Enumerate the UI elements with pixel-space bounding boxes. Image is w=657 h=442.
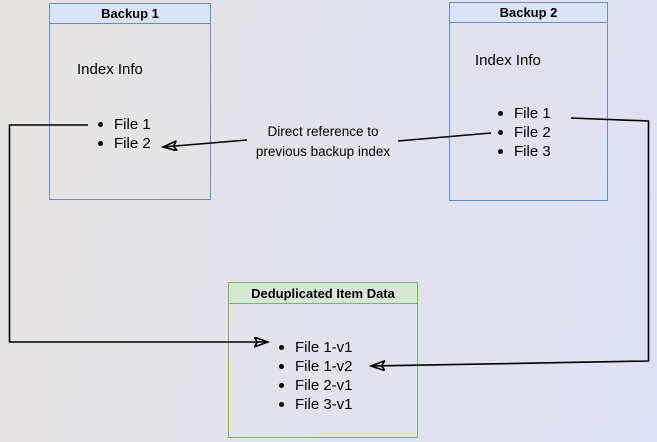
- backup2-header: Backup 2: [450, 3, 607, 23]
- annotation-line1: Direct reference to: [267, 124, 379, 139]
- dedup-store-title: Deduplicated Item Data: [251, 285, 395, 301]
- backup2-file-list: File 1 File 2 File 3: [498, 104, 551, 161]
- list-item-label: File 1: [514, 105, 551, 122]
- backup2-box: Backup 2: [449, 2, 608, 201]
- bullet-icon: [279, 383, 284, 388]
- dedup-file-list: File 1-v1 File 1-v2 File 2-v1 File 3-v1: [279, 338, 353, 414]
- backup1-box: Backup 1: [49, 3, 211, 200]
- list-item: File 1-v1: [279, 338, 353, 357]
- bullet-icon: [279, 364, 284, 369]
- list-item-label: File 1-v2: [295, 358, 353, 375]
- backup2-title: Backup 2: [499, 5, 558, 20]
- bullet-icon: [279, 402, 284, 407]
- list-item-label: File 3: [514, 143, 551, 160]
- annotation-line2: previous backup index: [255, 144, 391, 159]
- annotation-label: Direct reference to previous backup inde…: [256, 122, 390, 162]
- list-item: File 1-v2: [279, 357, 353, 376]
- list-item: File 2-v1: [279, 376, 353, 395]
- list-item: File 1: [498, 104, 551, 123]
- backup1-title: Backup 1: [101, 6, 159, 21]
- list-item: File 2: [98, 134, 151, 153]
- list-item-label: File 2: [114, 135, 151, 152]
- dedup-store-header: Deduplicated Item Data: [229, 283, 417, 304]
- list-item: File 2: [498, 123, 551, 142]
- bullet-icon: [498, 130, 503, 135]
- bullet-icon: [98, 141, 103, 146]
- bullet-icon: [279, 345, 284, 350]
- list-item-label: File 2: [514, 124, 551, 141]
- bullet-icon: [98, 122, 103, 127]
- list-item: File 1: [98, 115, 151, 134]
- list-item: File 3: [498, 142, 551, 161]
- list-item-label: File 2-v1: [295, 377, 353, 394]
- backup1-file-list: File 1 File 2: [98, 115, 151, 153]
- list-item-label: File 1: [114, 116, 151, 133]
- list-item: File 3-v1: [279, 395, 353, 414]
- list-item-label: File 3-v1: [295, 396, 353, 413]
- backup2-index-info-label: Index Info: [475, 52, 541, 69]
- list-item-label: File 1-v1: [295, 339, 353, 356]
- bullet-icon: [498, 149, 503, 154]
- backup1-header: Backup 1: [50, 4, 210, 24]
- bullet-icon: [498, 111, 503, 116]
- dedup-store-box: Deduplicated Item Data: [228, 282, 418, 438]
- backup1-index-info-label: Index Info: [77, 61, 143, 78]
